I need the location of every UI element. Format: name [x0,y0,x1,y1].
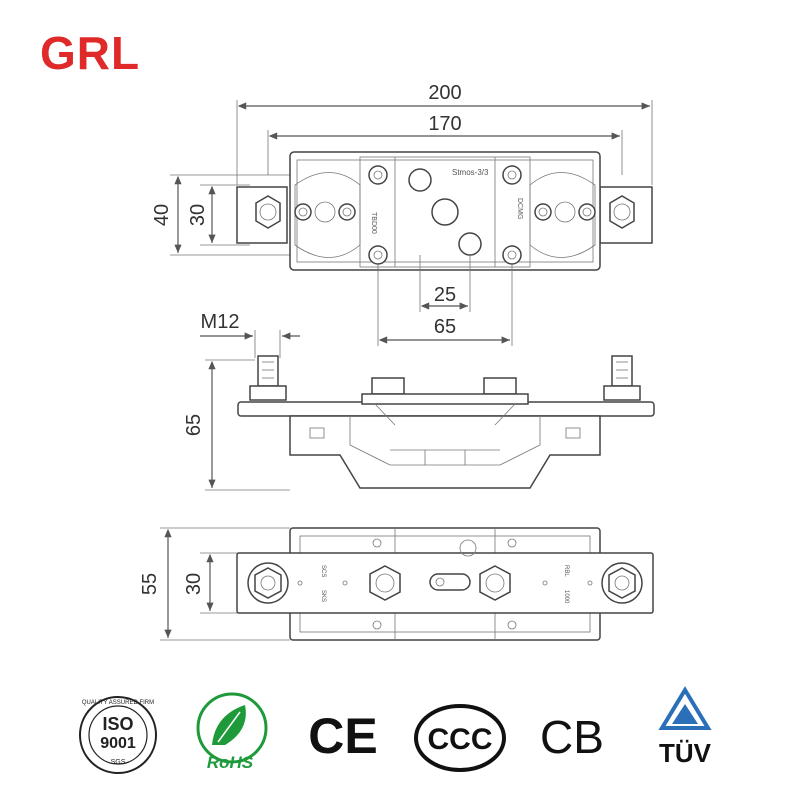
bottom-label-4: 1000 [563,590,569,604]
svg-text:TÜV: TÜV [659,738,712,768]
svg-text:SGS: SGS [111,759,126,766]
dim-bottom-height-inner: 30 [183,573,205,595]
dim-bottom-height-outer: 55 [139,573,161,595]
dim-overall-length: 200 [428,82,461,104]
cb-mark-icon: CB [540,711,604,763]
left-hex-nut [255,195,281,229]
center-bolt-right [483,377,517,395]
label-code: Stmos-3/3 [452,168,489,177]
center-bolt-left [371,377,405,395]
svg-text:9001: 9001 [100,735,136,752]
dim-height-inner: 30 [187,204,209,226]
dim-thread: M12 [201,311,240,333]
dim-hole-spacing-large: 65 [434,316,456,338]
right-clamp-bolts [534,203,596,221]
top-view: 200 170 40 30 [151,82,653,346]
bottom-label-1: SCS [320,565,326,577]
dim-hole-spacing-small: 25 [434,284,456,306]
svg-text:CCC: CCC [428,723,493,756]
dim-center-length: 170 [428,113,461,135]
tuv-mark-icon: TÜV [658,686,712,768]
bottom-label-3: RBL [563,565,569,577]
certification-logos: ISO 9001 SGS QUALITY ASSURED FIRM RoHS C… [79,686,712,774]
bottom-view: 55 30 SCS [139,527,654,641]
bottom-label-2: SKS [320,590,326,602]
side-body [289,415,601,489]
ce-mark-icon: CE [308,708,377,764]
mounting-holes [368,165,522,265]
brand-logo: GRL [40,27,141,79]
rohs-icon: RoHS [196,692,268,772]
left-clamp-bolts [294,203,356,221]
small-label-right: DCMG [516,198,523,219]
iso-9001-icon: ISO 9001 SGS QUALITY ASSURED FIRM [79,696,157,774]
left-stud [257,355,279,387]
svg-text:QUALITY ASSURED FIRM: QUALITY ASSURED FIRM [82,700,154,706]
svg-text:RoHS: RoHS [207,753,254,772]
svg-text:ISO: ISO [102,714,133,734]
small-label-left: TBD00 [370,212,377,234]
right-stud [611,355,633,387]
right-hex-nut [609,195,635,229]
dim-height-outer: 40 [151,204,173,226]
dim-side-height: 65 [183,414,205,436]
side-view: M12 65 [183,311,655,491]
bottom-nuts [247,562,643,604]
ccc-mark-icon: CCC [414,704,506,772]
